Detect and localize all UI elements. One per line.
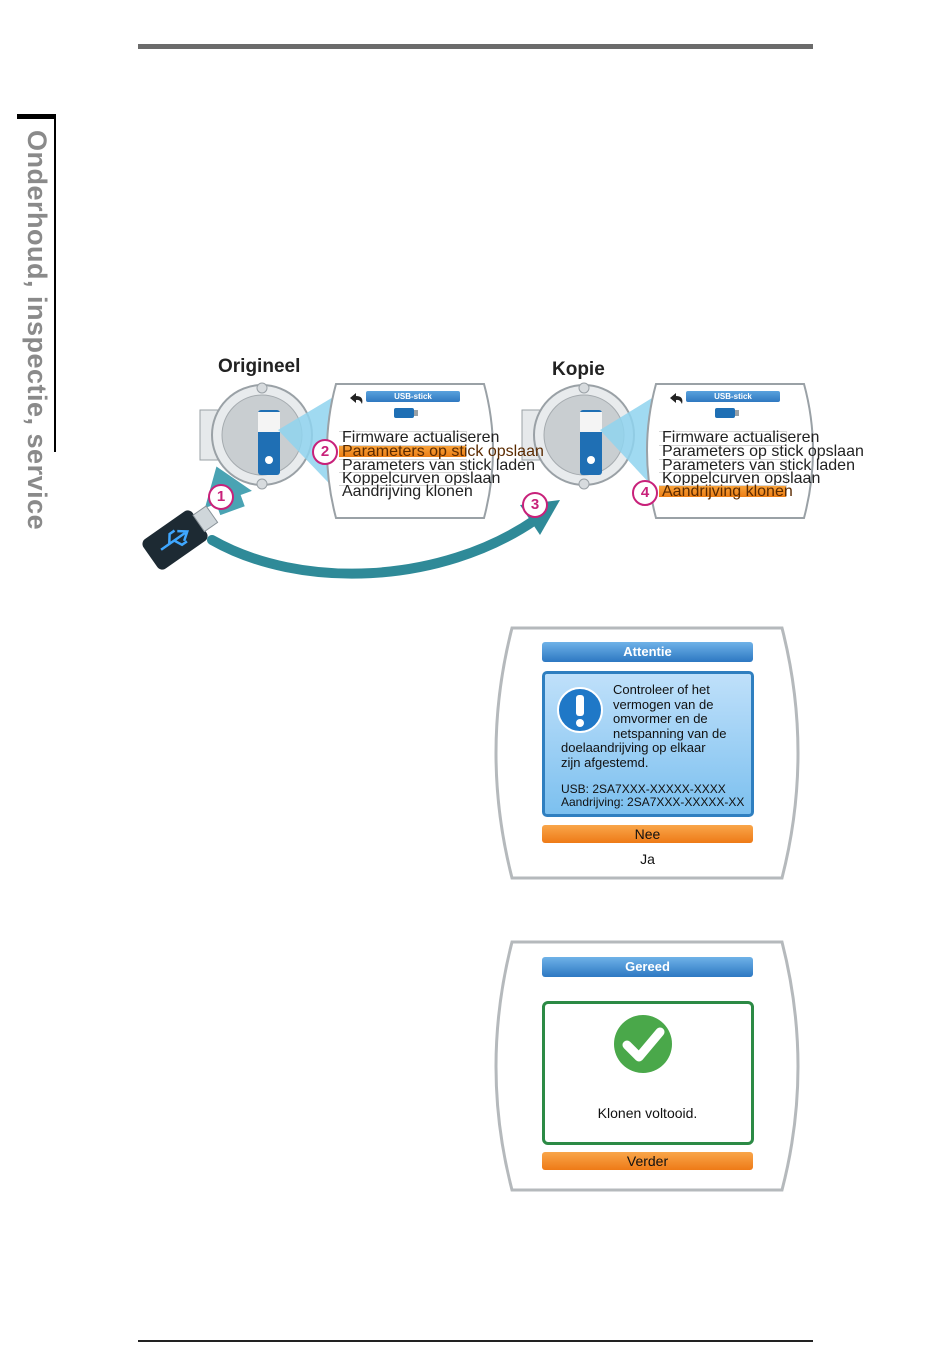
checkmark-icon (614, 1015, 672, 1073)
attention-message-continued: doelaandrijving op elkaar zijn afgestemd… (561, 740, 706, 770)
yes-button[interactable]: Ja (640, 851, 655, 867)
original-device (199, 382, 313, 490)
menu-item-save-params[interactable]: Parameters op stick opslaan (659, 444, 864, 460)
chapter-title: Onderhoud, inspectie, service (22, 130, 52, 531)
usb-icon (715, 408, 735, 418)
menu-item-clone[interactable]: Aandrijving klonen (339, 484, 473, 500)
menu-item-save-curves[interactable]: Koppelcurven opslaan (659, 471, 820, 487)
usb-menu-header-left: USB-stick (366, 391, 460, 402)
original-caption: Origineel (218, 356, 301, 377)
transfer-arrow (207, 515, 540, 579)
footer-rule (138, 1340, 813, 1342)
side-line (54, 114, 56, 452)
header-rule (138, 44, 813, 49)
usb-menu-header-right: USB-stick (686, 391, 780, 402)
step-badge-3: 3 (522, 492, 548, 518)
usb-icon (394, 408, 414, 418)
attention-message: Controleer of het vermogen van de omvorm… (613, 682, 727, 741)
menu-item-save-params[interactable]: Parameters op stick opslaan (339, 444, 544, 460)
attention-title: Attentie (542, 642, 753, 662)
no-button[interactable]: Nee (542, 825, 753, 843)
step-badge-2: 2 (312, 439, 338, 465)
copy-caption: Kopie (552, 359, 605, 380)
menu-item-firmware[interactable]: Firmware actualiseren (659, 430, 819, 446)
side-marker (17, 114, 55, 119)
usb-stick (142, 505, 219, 570)
menu-item-clone[interactable]: Aandrijving klonen (659, 484, 793, 500)
done-title: Gereed (542, 957, 753, 977)
back-arrow-icon (350, 393, 363, 404)
exclamation-icon (557, 687, 603, 733)
menu-item-save-curves[interactable]: Koppelcurven opslaan (339, 471, 500, 487)
usb-serial: USB: 2SA7XXX-XXXXX-XXXX (561, 782, 726, 796)
continue-button[interactable]: Verder (542, 1152, 753, 1170)
step-badge-1: 1 (208, 484, 234, 510)
done-message: Klonen voltooid. (597, 1105, 698, 1121)
back-arrow-icon (670, 393, 683, 404)
drive-serial: Aandrijving: 2SA7XXX-XXXXX-XX (561, 795, 745, 809)
step-badge-4: 4 (632, 480, 658, 506)
attention-message-box (542, 671, 754, 817)
menu-item-firmware[interactable]: Firmware actualiseren (339, 430, 499, 446)
